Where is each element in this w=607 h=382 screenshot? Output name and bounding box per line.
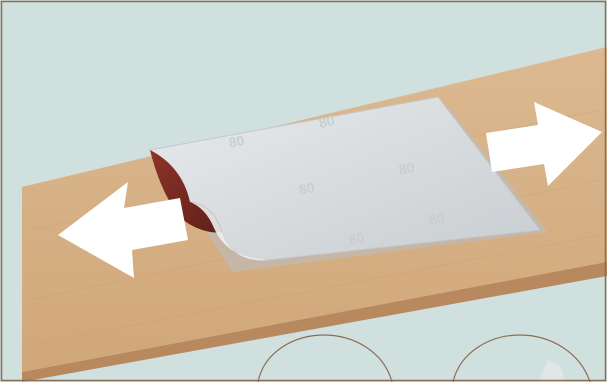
- sandpaper-on-board-illustration: 80 80 80 80 80 80: [0, 0, 607, 382]
